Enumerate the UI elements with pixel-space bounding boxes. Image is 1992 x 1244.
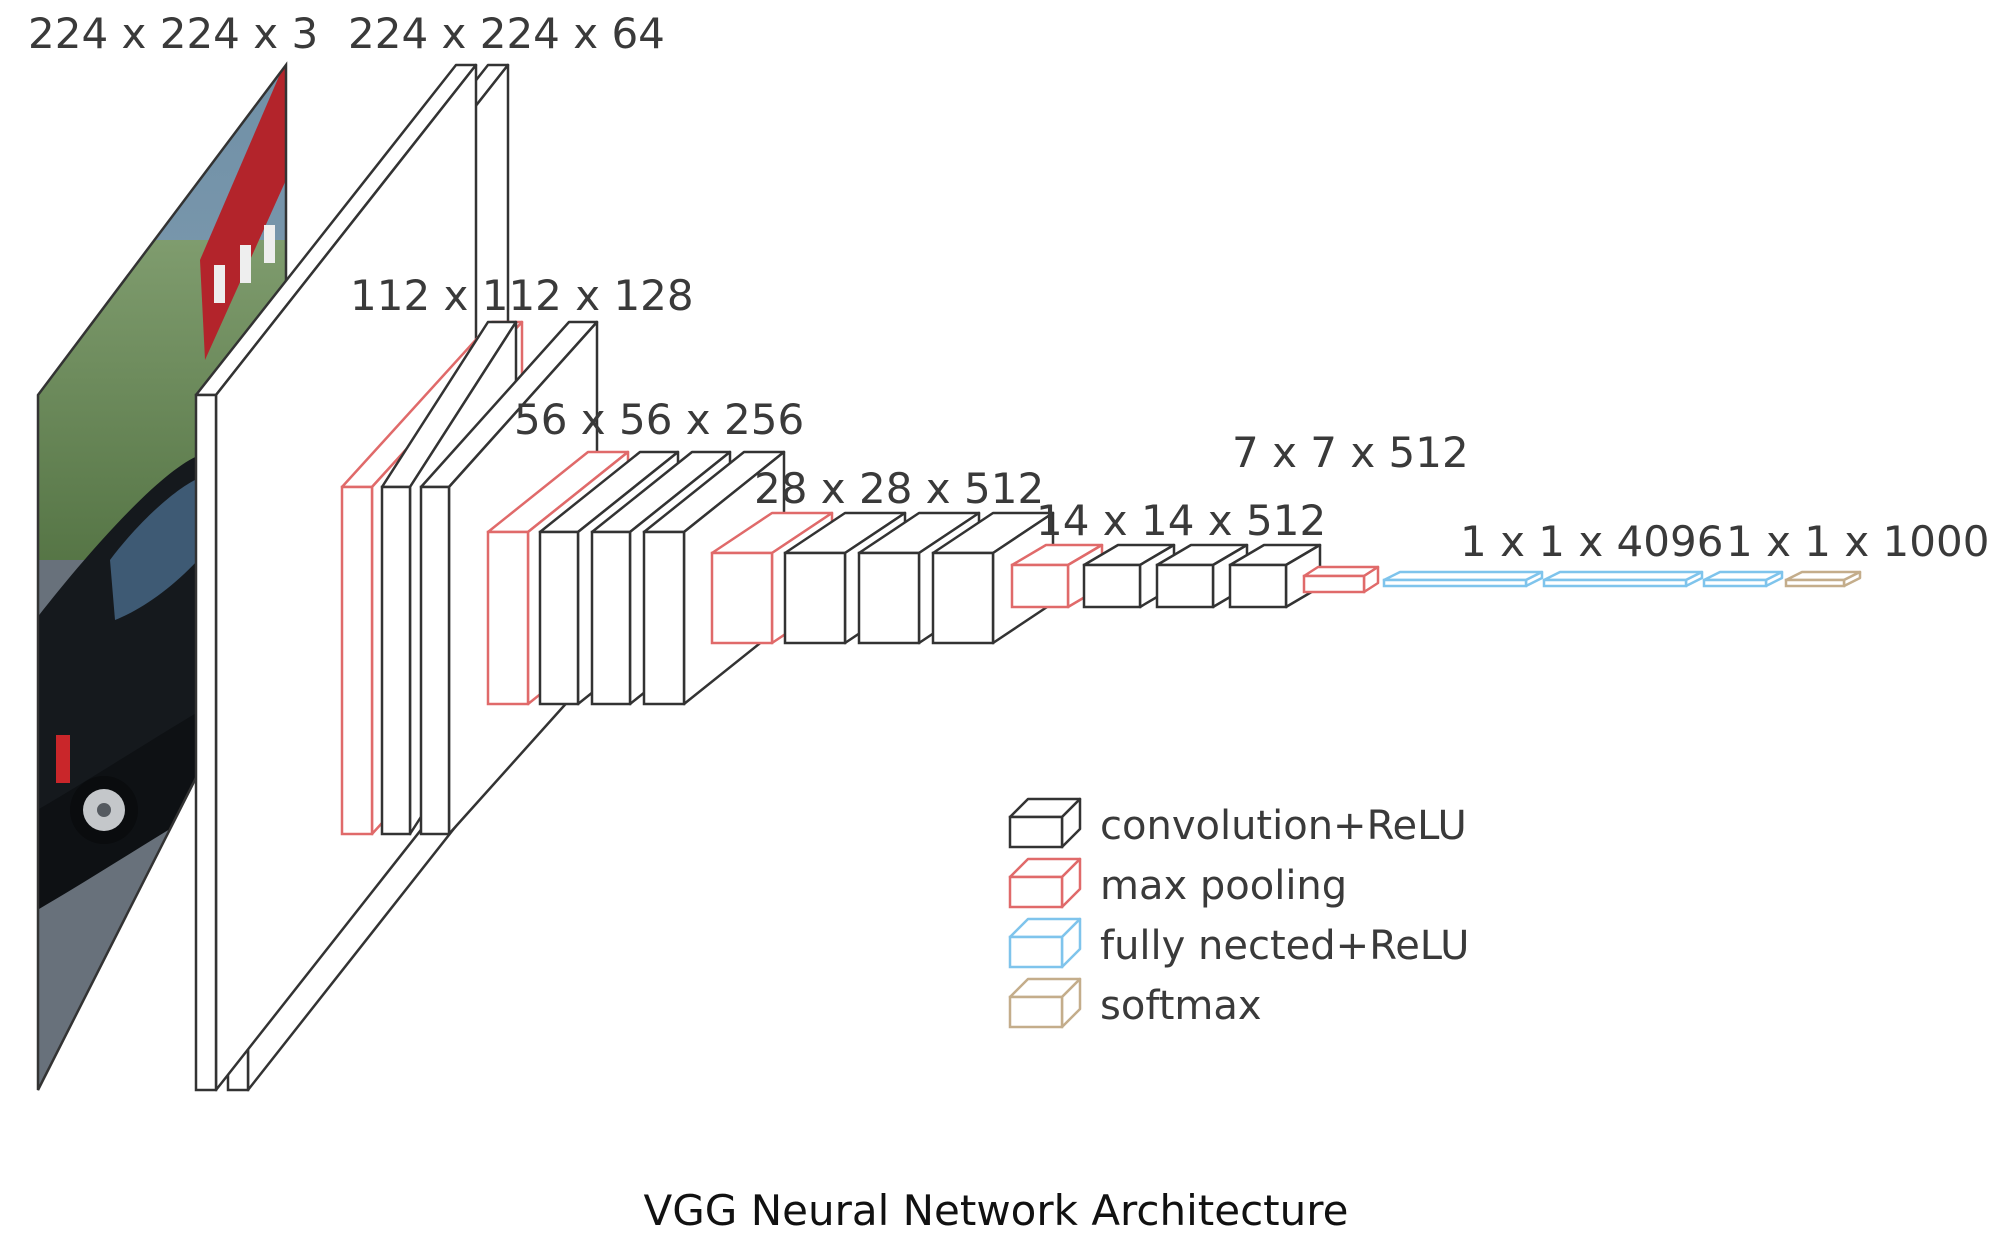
legend-label-convolution-relu: convolution+ReLU	[1100, 803, 1467, 849]
fc1-block	[1382, 570, 1544, 588]
pool4-block	[1010, 543, 1104, 609]
legend-label-softmax: softmax	[1100, 983, 1262, 1029]
diagram-caption: VGG Neural Network Architecture	[644, 1186, 1349, 1235]
output-dims-label: 1 x 1 x 1000	[1726, 517, 1989, 566]
legend-icon-convolution-relu	[1008, 797, 1082, 849]
conv4-dims-label: 28 x 28 x 512	[754, 464, 1044, 513]
legend-icon-max-pooling	[1008, 857, 1082, 909]
legend-label-fully-connected-relu: fully nected+ReLU	[1100, 923, 1469, 969]
legend: convolution+ReLU max pooling fully necte…	[1008, 797, 1469, 1029]
network-layers	[194, 63, 1862, 1092]
legend-icon-fully-connected-relu	[1008, 917, 1082, 969]
fc3-block	[1702, 570, 1784, 588]
conv3-dims-label: 56 x 56 x 256	[514, 395, 804, 444]
fc-dims-label: 1 x 1 x 4096	[1460, 517, 1723, 566]
legend-label-max-pooling: max pooling	[1100, 863, 1347, 909]
fc2-block	[1542, 570, 1704, 588]
pool5-block	[1302, 565, 1380, 594]
softmax-block	[1784, 570, 1862, 588]
legend-icon-softmax	[1008, 977, 1082, 1029]
conv2-dims-label: 112 x 112 x 128	[350, 271, 694, 320]
conv5-dims-label: 14 x 14 x 512	[1036, 496, 1326, 545]
input-dims-label: 224 x 224 x 3	[28, 9, 318, 58]
pool5-dims-label: 7 x 7 x 512	[1232, 428, 1469, 477]
conv1-dims-label: 224 x 224 x 64	[348, 9, 665, 58]
